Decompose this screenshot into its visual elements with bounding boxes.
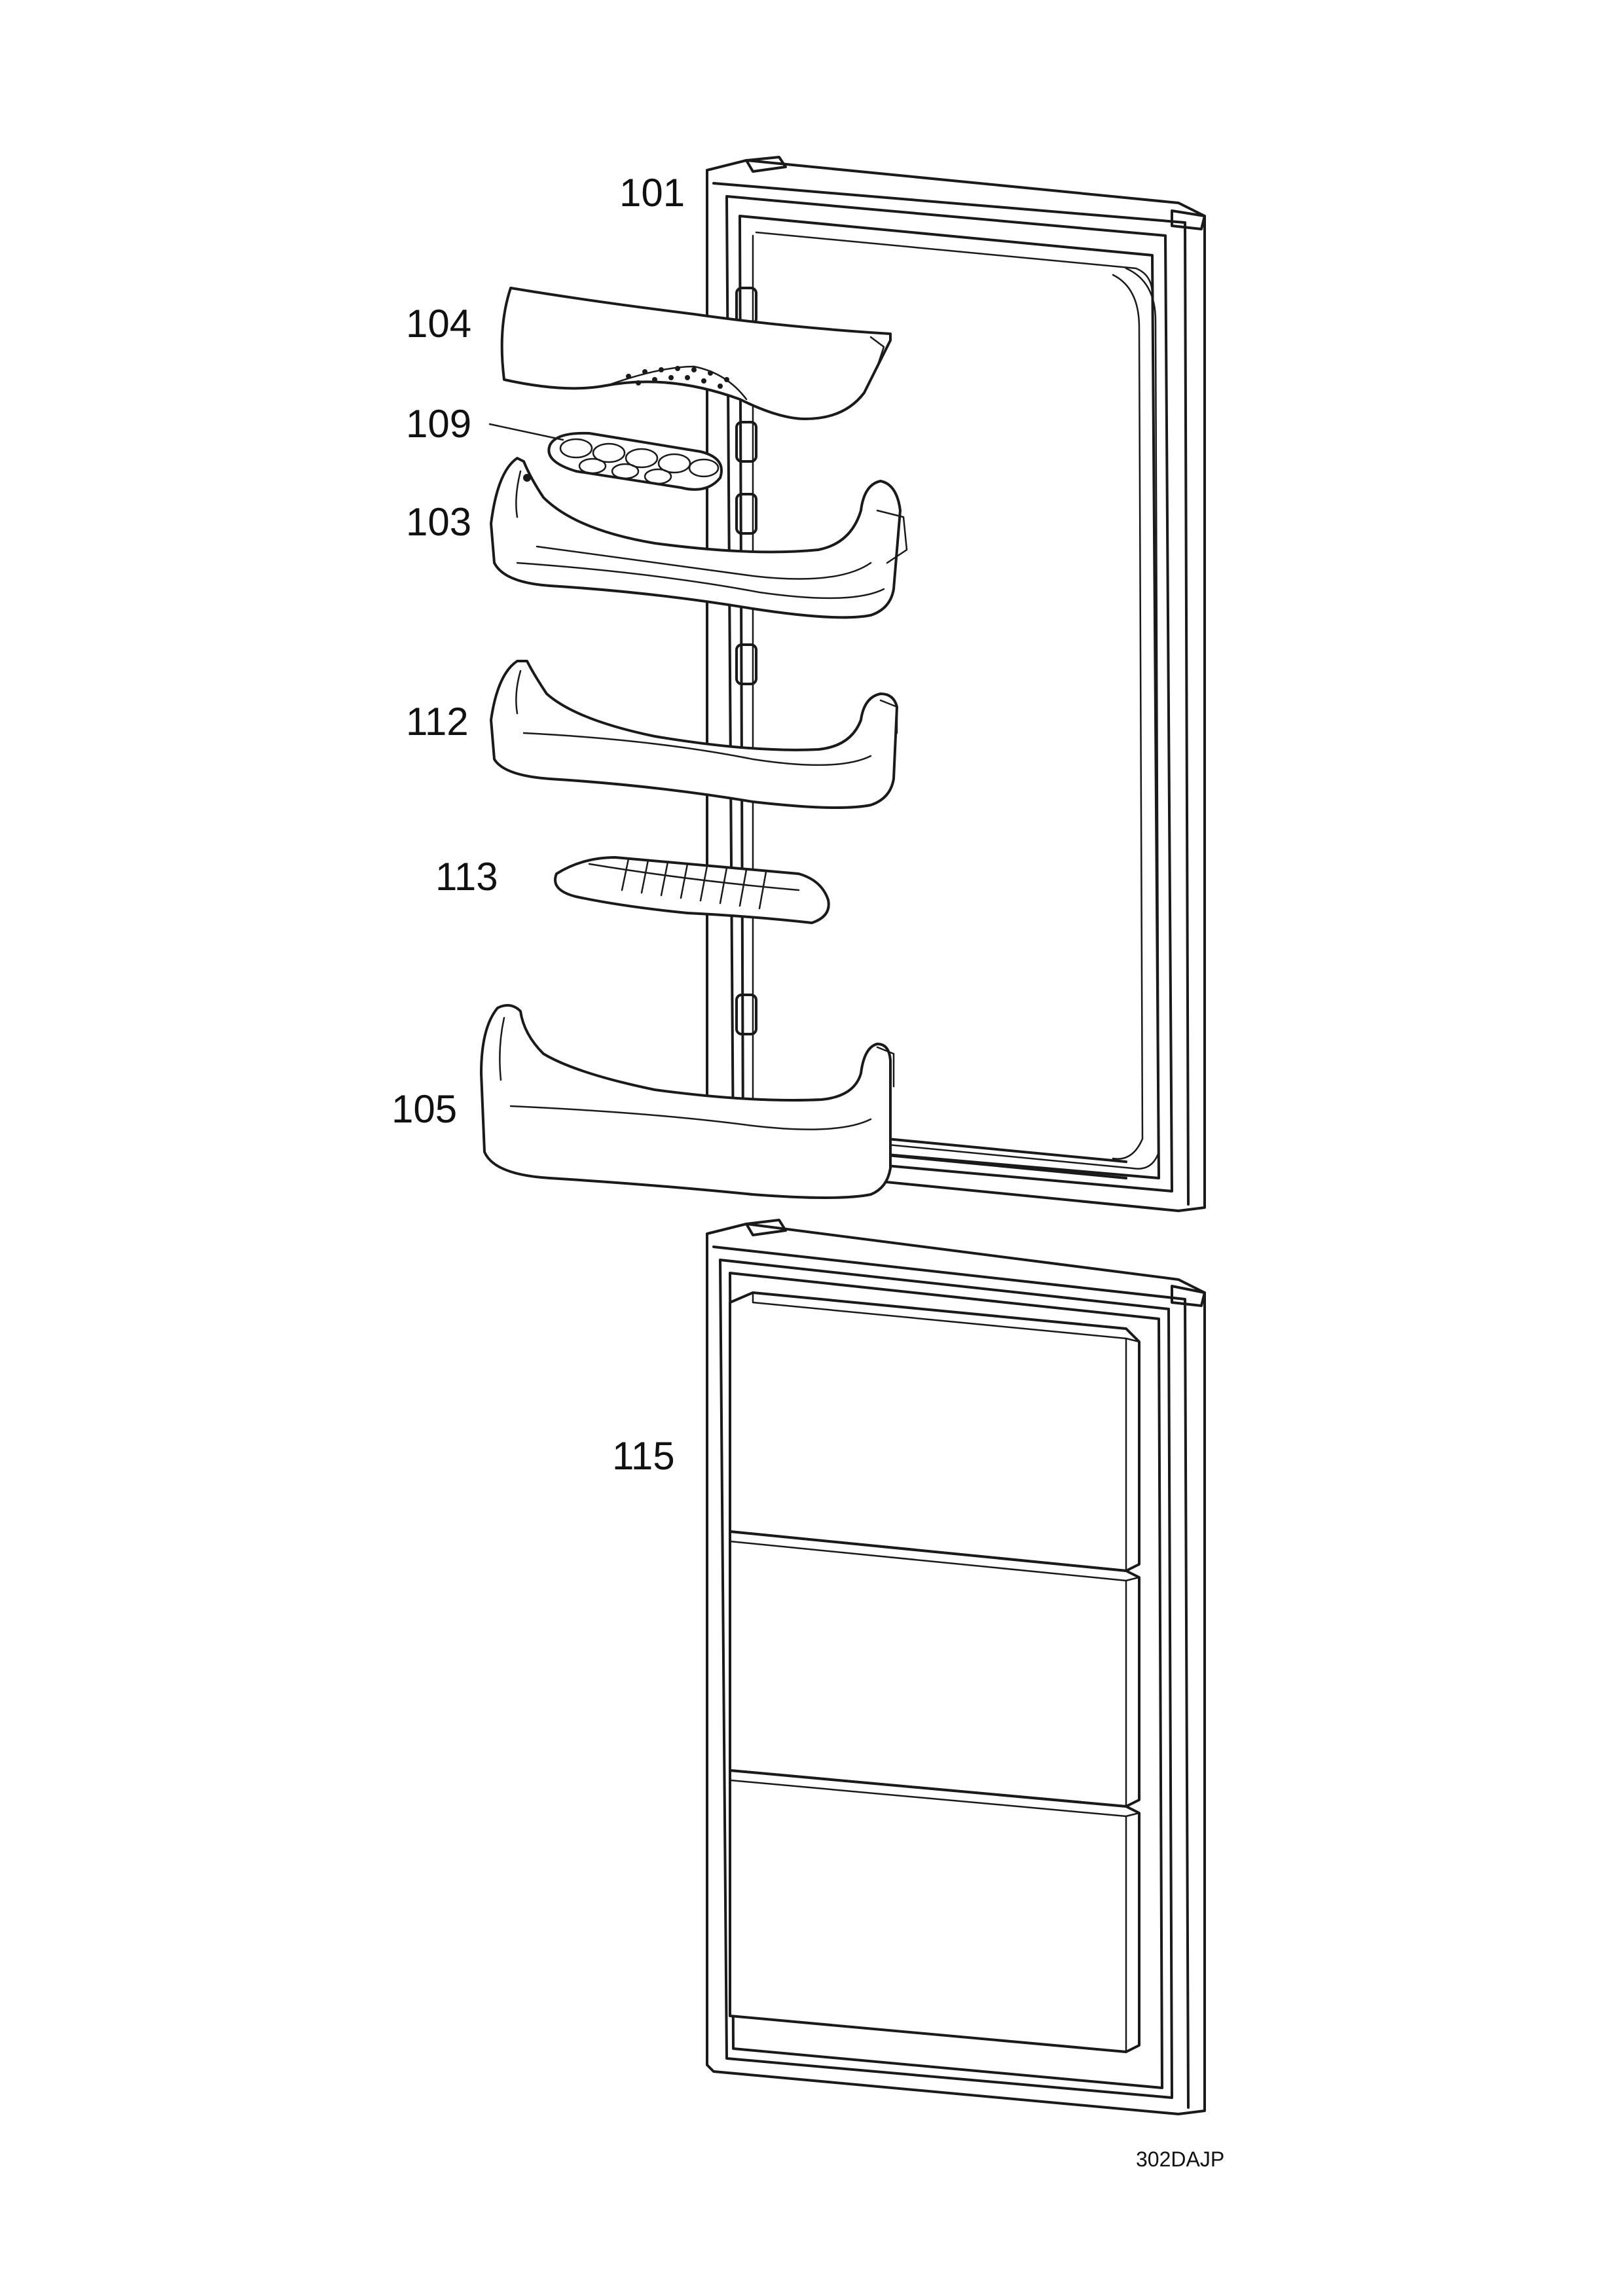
part-label-112: 112 (406, 700, 469, 744)
part-label-109: 109 (406, 402, 471, 446)
part-112-door-shelf (490, 660, 898, 809)
part-103-door-shelf (490, 457, 908, 619)
part-label-105: 105 (392, 1087, 457, 1131)
lower-door-panel-2 (729, 1530, 1140, 1808)
lower-door-panel-1 (729, 1291, 1140, 1572)
upper-door-101 (706, 156, 1206, 1212)
vent-holes (626, 366, 729, 389)
part-104-dairy-cover (500, 287, 892, 420)
part-109-egg-tray (547, 431, 723, 491)
part-label-103: 103 (406, 500, 471, 544)
part-label-104: 104 (406, 302, 471, 346)
part-113-small-tray (554, 856, 830, 924)
tray-ribs (621, 857, 767, 910)
part-label-115: 115 (612, 1434, 675, 1478)
drawing-code: 302DAJP (1136, 2147, 1224, 2171)
lower-door-panel-3 (729, 1769, 1140, 2053)
part-105-bottle-shelf (480, 1004, 895, 1199)
leader-line-109 (488, 423, 564, 441)
part-label-101: 101 (619, 171, 685, 215)
part-label-113: 113 (435, 855, 498, 899)
lower-door-115 (706, 1219, 1206, 2115)
